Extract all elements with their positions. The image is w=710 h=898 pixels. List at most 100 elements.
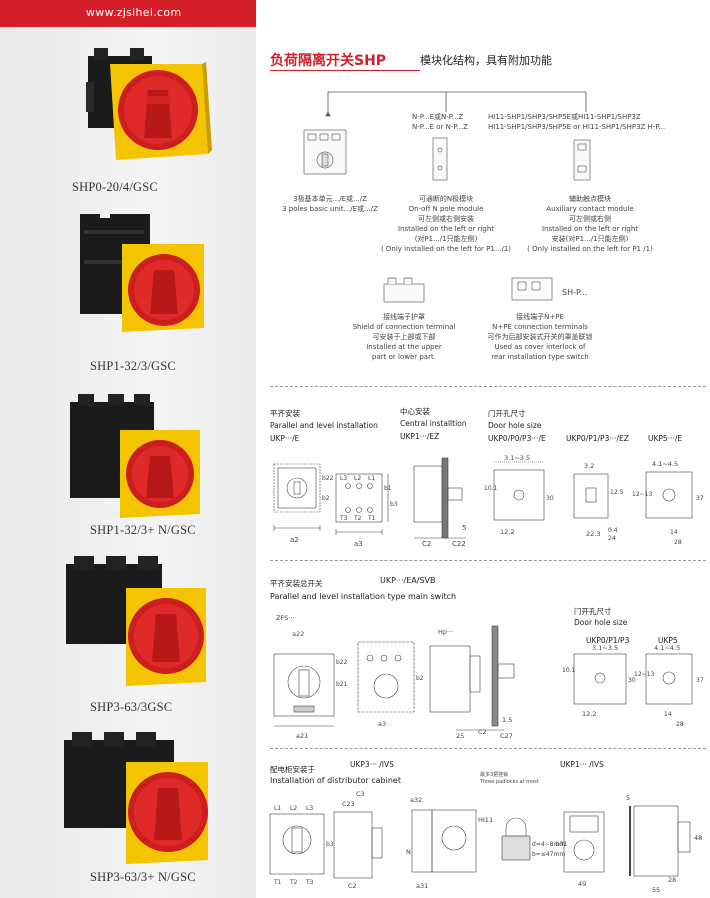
dim-b3-3: b3 — [326, 841, 334, 848]
product-label: SHP0-20/4/GSC — [72, 180, 158, 194]
dim-l1-3: L1 — [274, 805, 281, 812]
dim-a22: a22 — [292, 630, 304, 638]
npe-line-2: N+PE connection terminals — [492, 323, 588, 331]
dim-d: d=4~8mm — [532, 841, 565, 848]
dim-t2: T2 — [353, 515, 362, 522]
dim-04: 0.4 — [608, 527, 618, 534]
npole-line-3: 可左侧或右侧安装 — [418, 215, 474, 223]
shield-line-4: Installed at the upper — [366, 343, 442, 351]
hi-codes-cn: HI11-SHP1/SHP3/SHP5E或HI11-SHP1/SHP3Z — [488, 113, 641, 121]
dim-t3: T3 — [339, 515, 348, 522]
dim-28-3: 28 — [668, 876, 676, 884]
section-divider — [270, 560, 706, 561]
dim-122-2: 12.2 — [582, 710, 596, 718]
dim-c23: C23 — [342, 800, 355, 808]
product-image-shp1-n — [60, 390, 220, 520]
module-tree — [303, 91, 591, 303]
website-url: www.zjsihei.com — [86, 6, 182, 19]
section-divider — [270, 748, 706, 749]
product-image-shp1 — [60, 200, 220, 340]
shield-line-3: 可安装于上部或下部 — [372, 333, 436, 341]
dim-c2-2: C2 — [478, 728, 487, 736]
dim-37-2: 37 — [696, 677, 704, 684]
dim-41: 4.1~4.5 — [652, 460, 678, 468]
dim-t2-3: T2 — [289, 879, 298, 886]
product-label: SHP3-63/3+ N/GSC — [90, 870, 196, 884]
sec1-h1-en: Parallel and level installation — [270, 421, 378, 430]
website-bar: www.zjsihei.com — [0, 0, 256, 27]
sec3-code2: UKP1··· /IVS — [560, 760, 604, 769]
dim-l1: L1 — [368, 475, 375, 482]
npole-line-2: On-off N pole module — [408, 205, 484, 213]
dim-223: 22.3 — [586, 530, 600, 538]
aux-line-2: Auxiliary contact module — [546, 205, 634, 213]
product-label: SHP3-63/3GSC — [90, 700, 173, 714]
dim-41-2: 4.1~4.5 — [654, 644, 680, 652]
sec1-h1-cn: 平齐安装 — [270, 409, 300, 418]
npole-line-4: Installed on the left or right — [397, 225, 495, 233]
dim-24: 24 — [608, 535, 616, 542]
dim-125: 12.5 — [610, 489, 624, 496]
dim-14-2: 14 — [664, 711, 672, 718]
npe-line-3: 可作为后部安装式开关的罩盖联锁 — [487, 333, 593, 341]
product-image-shp0 — [60, 42, 220, 172]
dim-hi11: HI11 — [478, 816, 493, 824]
shield-line-1: 接线端子护罩 — [383, 313, 425, 321]
page-subtitle: 模块化结构，具有附加功能 — [420, 54, 552, 67]
title-underline — [270, 70, 420, 71]
dim-5-3: 5 — [626, 794, 630, 802]
dim-b22-2: b22 — [336, 659, 348, 666]
npe-line-1: 接线端子N+PE — [516, 313, 564, 321]
basic-unit-cn: 3极基本单元.../E或.../Z — [293, 195, 367, 203]
aux-line-6: ( Only installed on the left for P1 /1) — [527, 245, 653, 253]
shield-line-2: Shield of connection terminal — [352, 323, 456, 331]
dim-c2-3: C2 — [348, 882, 357, 890]
padlock-en: Three padlocks at most — [480, 779, 539, 785]
dim-b2-2: b2 — [416, 675, 424, 682]
dim-b22: b22 — [322, 475, 334, 482]
section-divider — [270, 386, 706, 387]
sec2-door-cn: 门开孔尺寸 — [574, 607, 612, 616]
sec2-door-c1: UKP0/P1/P3 — [586, 636, 630, 645]
dim-l2-3: L2 — [290, 805, 297, 812]
npe-line-5: rear installation type switch — [491, 353, 589, 361]
dim-122: 12.2 — [500, 528, 514, 536]
dim-a3: a3 — [354, 540, 363, 548]
dim-l3-3: L3 — [306, 805, 313, 812]
dim-c2: C2 — [422, 540, 431, 548]
dim-l3: L3 — [340, 475, 347, 482]
npole-line-1: 可通断的N极模块 — [418, 195, 474, 203]
shield-line-5: part or lower part. — [372, 353, 436, 361]
dim-b1: b1 — [384, 485, 392, 492]
sec1-h1-code: UKP···/E — [270, 434, 300, 443]
page-title: 负荷隔离开关SHP — [270, 53, 387, 69]
dim-32: 3.2 — [584, 462, 594, 470]
sec3-h-en: Installation of distributor cabinet — [270, 776, 401, 785]
dim-30: 30 — [546, 495, 554, 502]
n-codes-en: N-P...E or N-P...Z — [412, 123, 468, 131]
dim-a21: a21 — [296, 732, 308, 740]
aux-line-3: 可左侧或右侧 — [569, 215, 611, 223]
dim-49: 49 — [578, 880, 586, 888]
sec1-h3-c3: UKP5···/E — [648, 434, 683, 443]
dim-37: 37 — [696, 495, 704, 502]
dim-b31: b31 — [556, 841, 568, 848]
sec1-h3-c1: UKP0/P0/P3···/E — [488, 434, 546, 443]
sec3-code1: UKP3··· /IVS — [350, 760, 394, 769]
n-codes-cn: N-P...E或N-P...Z — [412, 113, 464, 121]
hi-codes-en: HI11-SHP1/SHP3/SHP5E or HI11-SHP1/SHP3Z … — [488, 123, 666, 131]
product-image-shp3-n — [60, 728, 220, 868]
sec1-h3-en: Door hole size — [488, 421, 542, 430]
dim-l2: L2 — [354, 475, 361, 482]
dim-t1: T1 — [367, 515, 376, 522]
sec2-h-en: Parallel and level installation type mai… — [270, 592, 457, 601]
dim-25: 25 — [456, 732, 464, 740]
dim-b: b=≤47mm — [532, 851, 565, 858]
sec1-drawings: a2 a3 L3 L2 L1 T3 T2 T1 b22 b1 b3 b2 C2 … — [273, 454, 704, 548]
sec1-h3-cn: 门开孔尺寸 — [488, 409, 526, 418]
dim-b2: b2 — [322, 495, 330, 502]
dim-31-2: 3.1~3.5 — [592, 644, 618, 652]
dim-28: 28 — [674, 539, 682, 546]
dim-n: N — [406, 848, 411, 856]
aux-line-1: 辅助触点模块 — [569, 195, 611, 203]
